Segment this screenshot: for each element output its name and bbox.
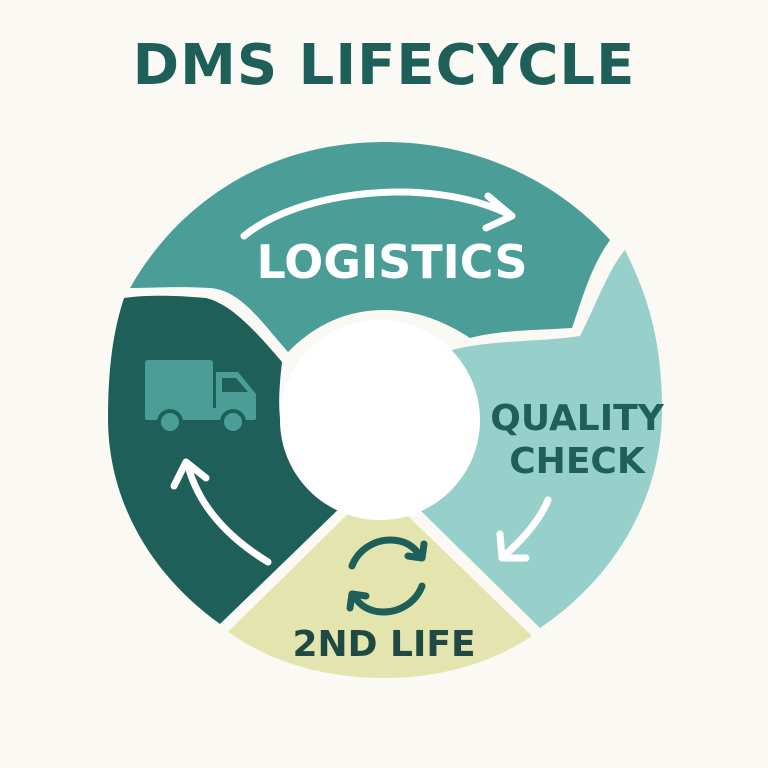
page-title: DMS LIFECYCLE [132,33,636,98]
quality-check-segment [418,250,662,628]
second-life-label: 2ND LIFE [292,624,475,665]
logistics-arrow-icon [240,188,516,240]
recycle-icon [346,536,428,616]
transport-arrow-icon [170,458,272,566]
quality-check-label-line1: QUALITY [490,398,664,439]
logistics-label: LOGISTICS [256,235,527,289]
quality-check-arrow-icon [496,496,552,562]
second-life-segment [228,506,532,678]
truck-icon [145,360,256,435]
quality-check-label-line2: CHECK [509,441,646,482]
center-hole [280,320,480,520]
